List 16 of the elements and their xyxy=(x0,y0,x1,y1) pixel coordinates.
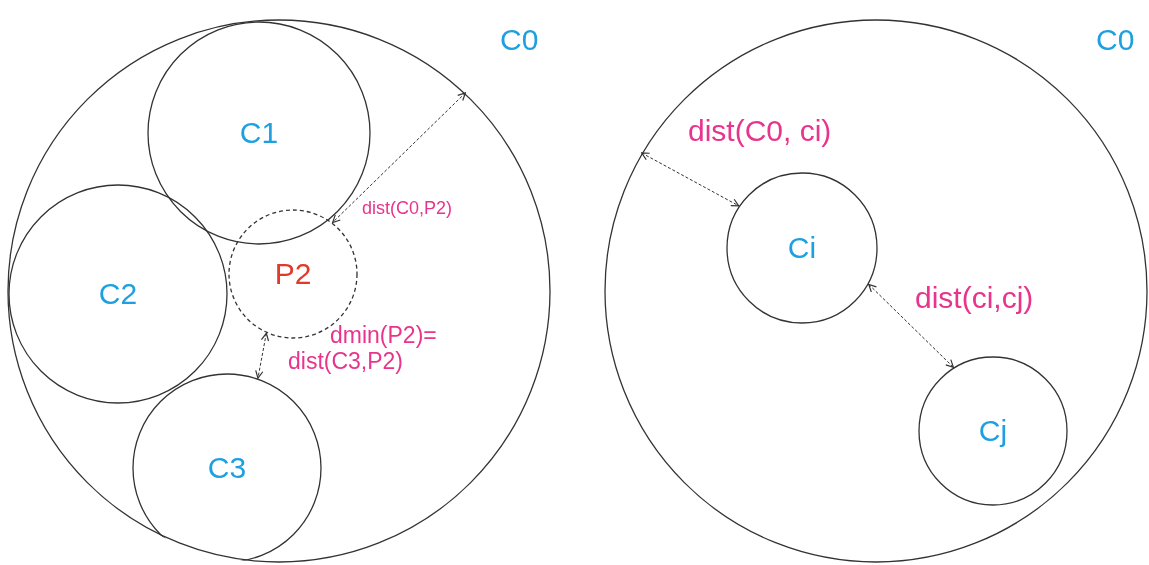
circle-label: C0 xyxy=(1096,25,1135,55)
double-arrow xyxy=(641,152,740,207)
double-arrow xyxy=(868,283,954,368)
double-arrow xyxy=(255,332,270,379)
circle-label: C1 xyxy=(239,118,279,148)
circle-label: Cj xyxy=(978,416,1008,446)
circle-label: Ci xyxy=(787,233,817,263)
circle-label: C3 xyxy=(207,453,247,483)
circle-label: C2 xyxy=(98,279,138,309)
double-arrow xyxy=(332,92,466,224)
edge-label: dmin(P2)= dist(C3,P2) xyxy=(288,322,438,375)
circle-label: C0 xyxy=(500,25,539,55)
edge-label: dist(ci,cj) xyxy=(915,281,1034,316)
circle-label: P2 xyxy=(274,259,312,289)
edge-label: dist(C0,P2) xyxy=(362,198,453,219)
edge-label: dist(C0, ci) xyxy=(688,114,832,149)
